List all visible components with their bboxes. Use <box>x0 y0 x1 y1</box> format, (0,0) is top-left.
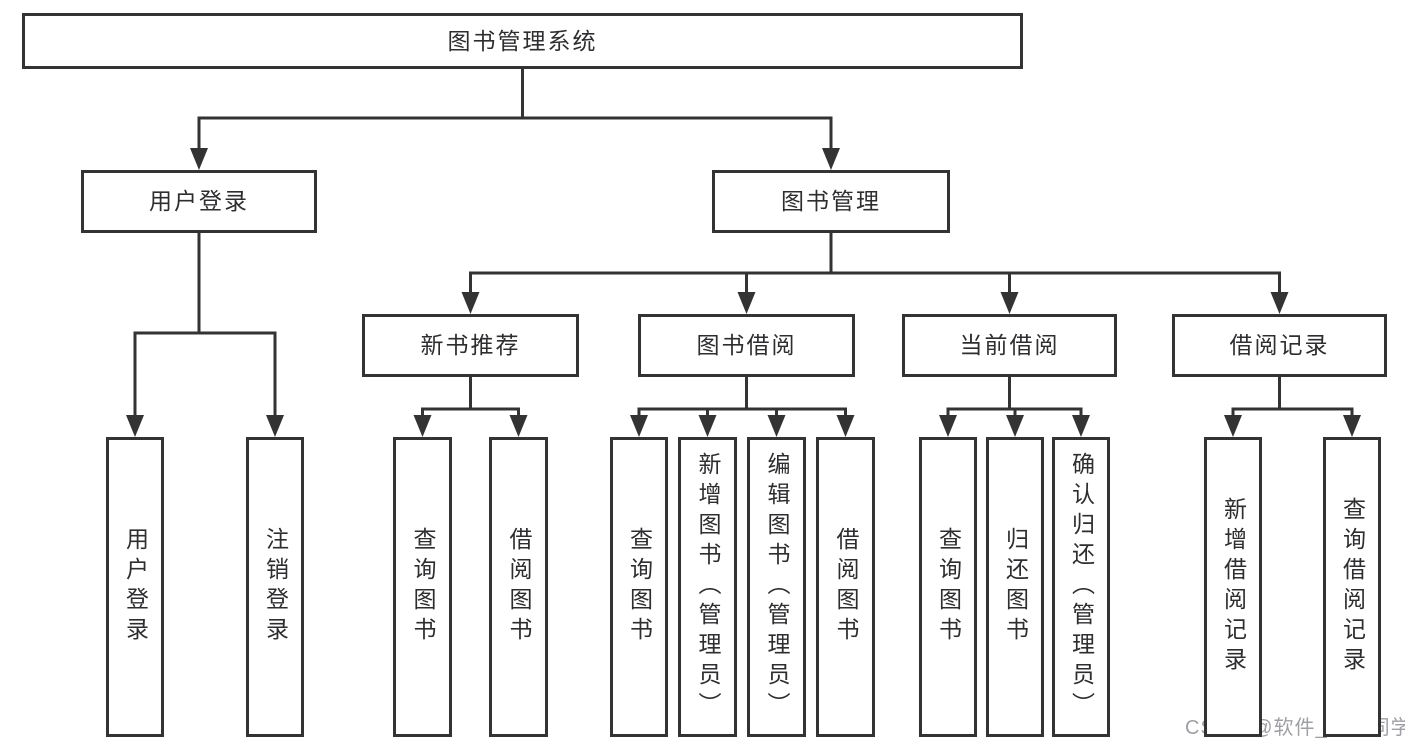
arrowhead-leaf-user-login <box>126 415 144 437</box>
arrowhead-leaf-add-book <box>698 415 717 437</box>
node-leaf-borrow-book-rec: 借阅图书 <box>489 437 548 737</box>
arrowhead-leaf-borrow-book-2 <box>836 415 855 437</box>
arrowhead-leaf-return-book <box>1006 415 1024 437</box>
node-leaf-query-book-borrow: 查询图书 <box>610 437 668 737</box>
node-borrow-records: 借阅记录 <box>1172 314 1387 377</box>
node-leaf-add-book: 新增图书（管理员） <box>678 437 737 737</box>
node-user-login-group: 用户登录 <box>81 170 317 233</box>
arrowhead-leaf-confirm-return <box>1072 415 1090 437</box>
arrowhead-book-mgmt-group <box>822 148 840 170</box>
node-leaf-query-book-current: 查询图书 <box>919 437 977 737</box>
arrowhead-current-borrow <box>1000 292 1019 314</box>
node-leaf-user-login: 用户登录 <box>106 437 164 737</box>
node-leaf-query-borrow-record: 查询借阅记录 <box>1323 437 1381 737</box>
node-leaf-borrow-book-2: 借阅图书 <box>816 437 875 737</box>
arrowhead-user-login-group <box>190 148 208 170</box>
node-leaf-add-borrow-record: 新增借阅记录 <box>1204 437 1262 737</box>
arrowhead-leaf-edit-book <box>767 415 786 437</box>
node-root: 图书管理系统 <box>22 13 1023 69</box>
arrowhead-leaf-query-book-current <box>939 415 957 437</box>
node-leaf-edit-book: 编辑图书（管理员） <box>747 437 806 737</box>
arrowhead-leaf-logout <box>266 415 284 437</box>
node-leaf-logout: 注销登录 <box>246 437 304 737</box>
node-leaf-confirm-return: 确认归还（管理员） <box>1052 437 1110 737</box>
node-leaf-return-book: 归还图书 <box>986 437 1044 737</box>
arrowhead-leaf-query-book-rec <box>413 415 432 437</box>
node-leaf-query-book-rec: 查询图书 <box>393 437 452 737</box>
arrowhead-leaf-borrow-book-rec <box>509 415 528 437</box>
arrowhead-leaf-query-borrow-record <box>1343 415 1361 437</box>
node-new-book-rec: 新书推荐 <box>362 314 579 377</box>
arrowhead-book-borrow <box>737 292 756 314</box>
node-current-borrow: 当前借阅 <box>902 314 1117 377</box>
arrowhead-leaf-add-borrow-record <box>1224 415 1242 437</box>
node-book-mgmt-group: 图书管理 <box>712 170 950 233</box>
arrowhead-leaf-query-book-borrow <box>630 415 648 437</box>
arrowhead-new-book-rec <box>461 292 480 314</box>
arrowhead-borrow-records <box>1270 292 1289 314</box>
node-book-borrow: 图书借阅 <box>638 314 855 377</box>
